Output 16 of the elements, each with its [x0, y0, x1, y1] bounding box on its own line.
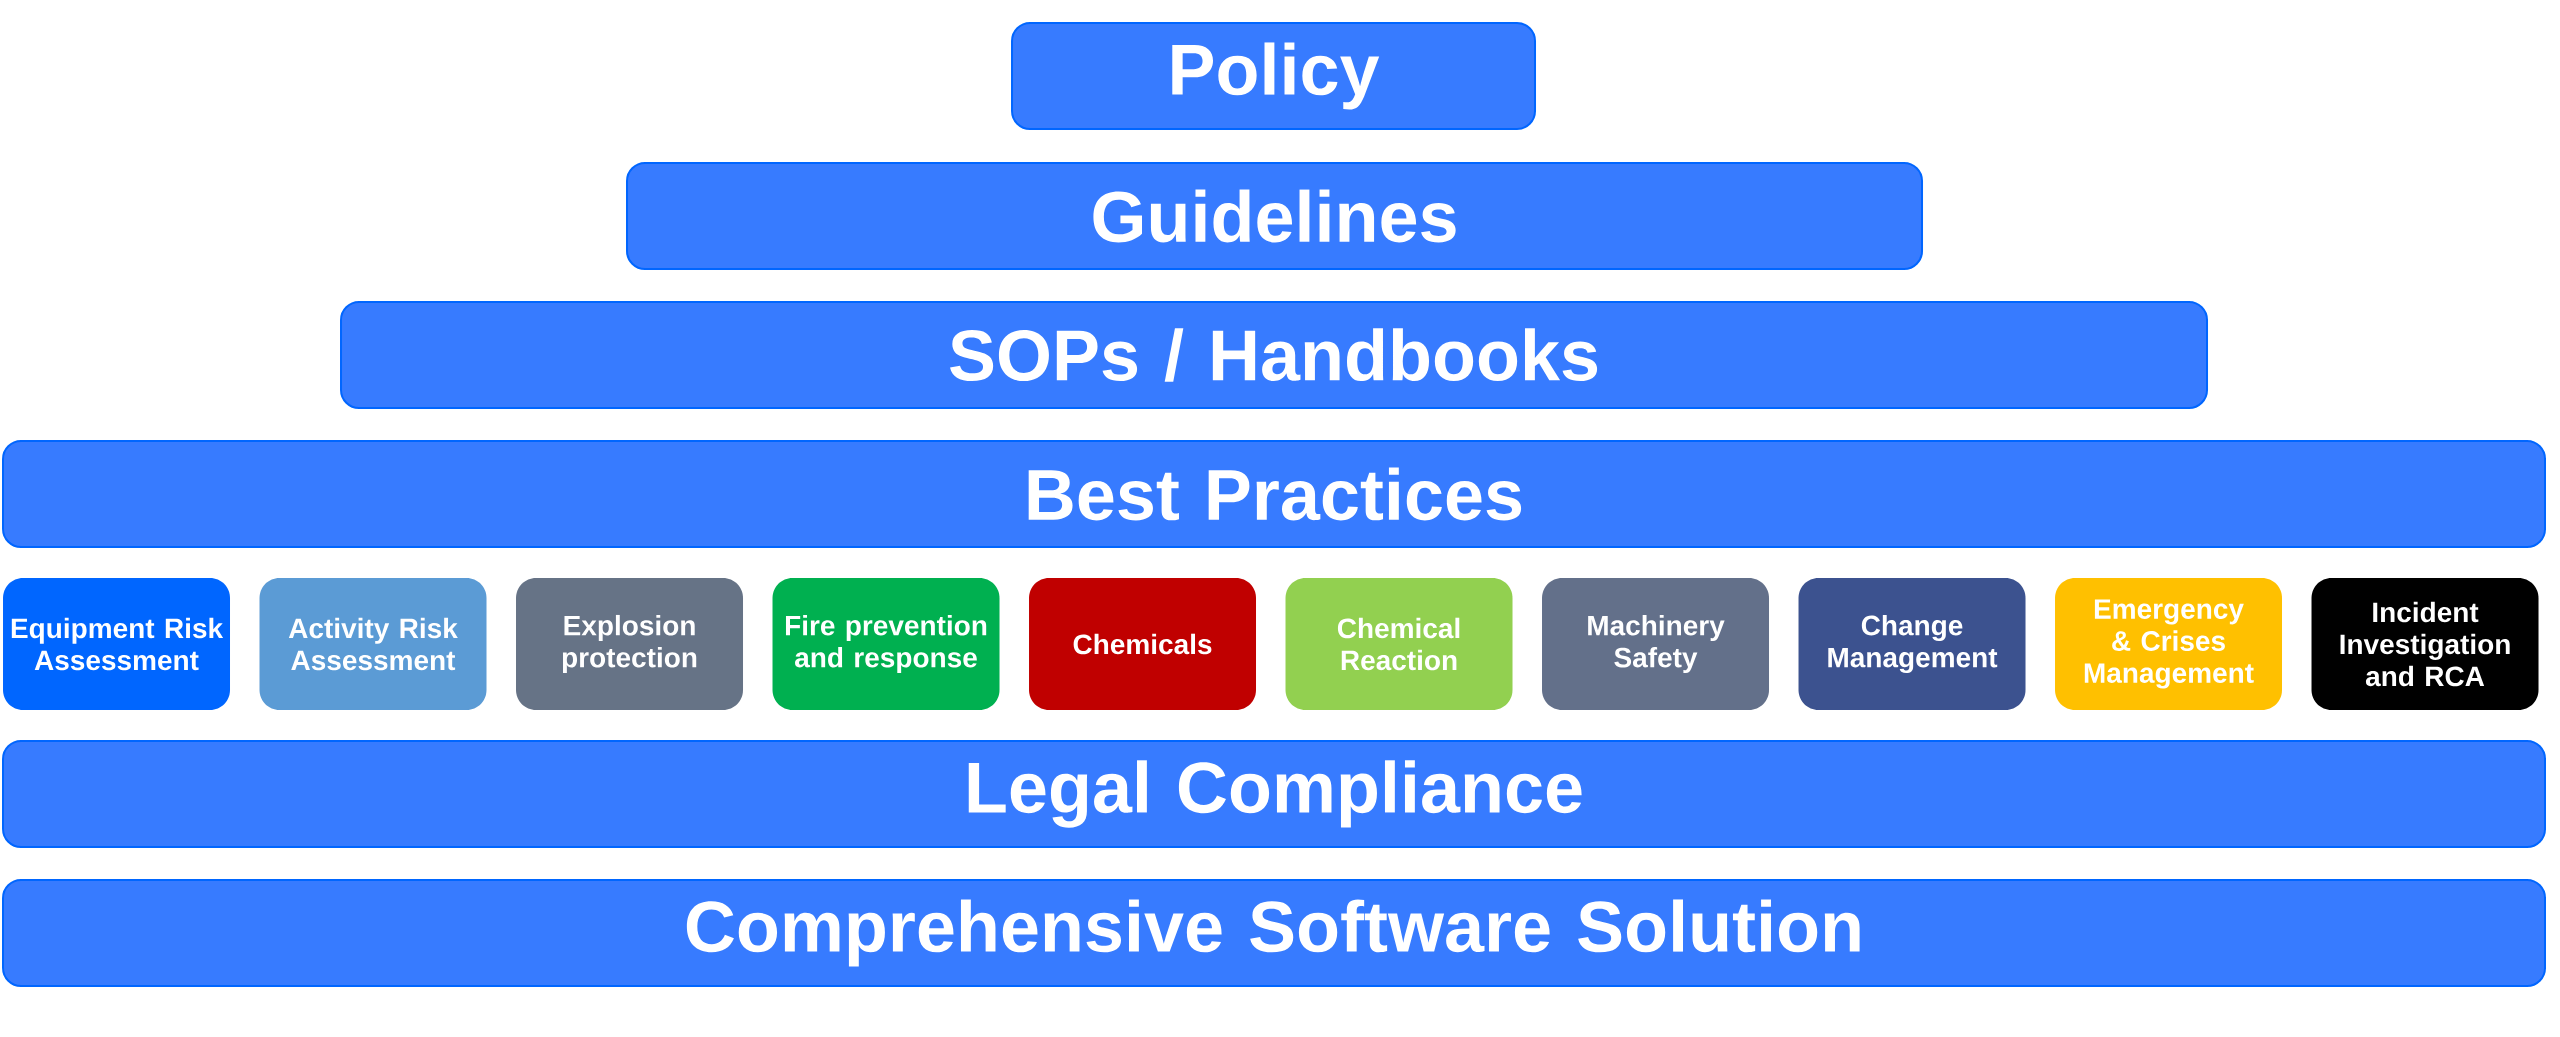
topic-box: Chemicals — [1029, 578, 1256, 710]
topic-box: Fire prevention and response — [772, 578, 1000, 710]
topic-box: Emergency & Crises Management — [2055, 578, 2282, 710]
topic-box: Machinery Safety — [1542, 578, 1769, 710]
topic-box: Explosion protection — [516, 578, 743, 710]
topic-box: Change Management — [1798, 578, 2026, 710]
layer-bar: Policy — [1011, 22, 1536, 130]
topic-box: Incident Investigation and RCA — [2311, 578, 2539, 710]
layer-bar: Comprehensive Software Solution — [2, 879, 2546, 987]
layer-bar: SOPs / Handbooks — [340, 301, 2208, 409]
topic-box: Equipment Risk Assessment — [3, 578, 230, 710]
layer-bar: Best Practices — [2, 440, 2546, 548]
layer-bar: Guidelines — [626, 162, 1923, 270]
topic-box: Activity Risk Assessment — [259, 578, 487, 710]
layer-bar: Legal Compliance — [2, 740, 2546, 848]
topic-box: Chemical Reaction — [1285, 578, 1513, 710]
